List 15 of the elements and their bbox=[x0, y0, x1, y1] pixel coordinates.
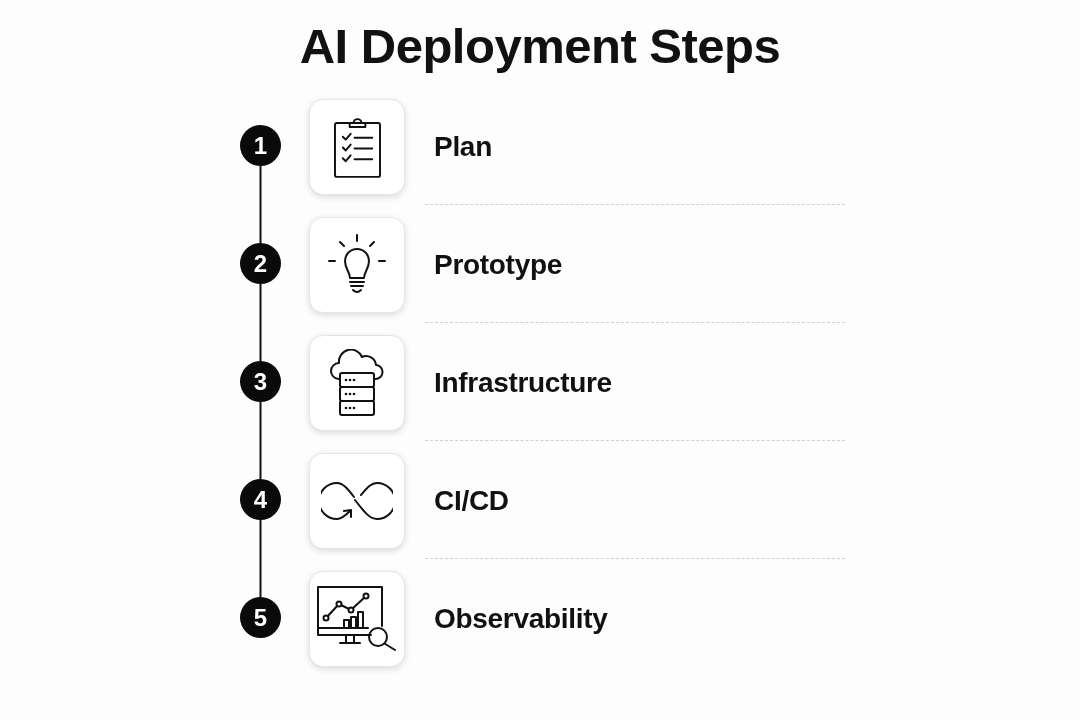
step-number: 3 bbox=[253, 369, 268, 394]
step-label: Observability bbox=[434, 602, 608, 636]
step-label: CI/CD bbox=[434, 484, 509, 518]
step-number: 1 bbox=[253, 133, 268, 158]
step-number: 5 bbox=[253, 605, 268, 630]
connector-line bbox=[259, 401, 262, 480]
step-label: Plan bbox=[434, 130, 492, 164]
connector-line bbox=[259, 165, 262, 244]
connector-line bbox=[259, 283, 262, 362]
step-label: Prototype bbox=[434, 248, 562, 282]
title: AI Deployment Steps bbox=[299, 18, 781, 75]
step-label: Infrastructure bbox=[434, 366, 612, 400]
step-number: 2 bbox=[253, 251, 268, 276]
connector-line bbox=[259, 519, 262, 598]
step-number: 4 bbox=[253, 487, 268, 512]
